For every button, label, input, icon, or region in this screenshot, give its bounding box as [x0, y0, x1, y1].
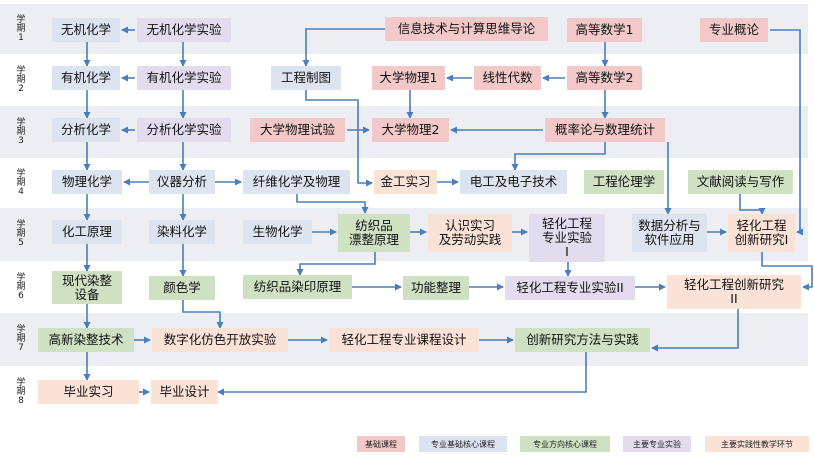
course-cognition-practice: 认识实习 及劳动实践: [428, 214, 512, 252]
legend-core: 专业基础核心课程: [419, 436, 507, 452]
course-major-intro: 专业概论: [700, 18, 768, 42]
course-probability: 概率论与数理统计: [545, 118, 665, 142]
course-graduation-design: 毕业设计: [151, 380, 218, 404]
course-course-design: 轻化工程专业课程设计: [329, 328, 479, 352]
course-reading-writing: 文献阅读与写作: [688, 170, 793, 194]
legend-practice: 主要实践性教学环节: [705, 436, 809, 452]
course-eng-drawing: 工程制图: [271, 66, 341, 90]
course-functional-finishing: 功能整理: [403, 276, 469, 300]
course-physical-chem: 物理化学: [52, 170, 122, 194]
arrow: [651, 299, 739, 352]
course-chem-eng-principles: 化工原理: [52, 220, 122, 244]
course-eng-ethics: 工程伦理学: [584, 170, 664, 194]
legend-basic: 基础课程: [357, 436, 405, 452]
course-physics-1: 大学物理1: [372, 66, 445, 90]
course-printing-principles: 纺织品染印原理: [243, 275, 352, 299]
course-dye-chem: 染料化学: [149, 220, 215, 244]
course-fiber-chem: 纤维化学及物理: [243, 170, 350, 194]
course-organic-chem-lab: 有机化学实验: [137, 66, 231, 90]
course-info-tech: 信息技术与计算思维导论: [385, 17, 548, 41]
course-analytical-chem-lab: 分析化学实验: [137, 118, 231, 142]
course-biochem: 生物化学: [243, 220, 312, 244]
course-data-analysis: 数据分析与 软件应用: [632, 214, 707, 252]
course-metalwork: 金工实习: [374, 170, 437, 194]
course-graduation-internship: 毕业实习: [38, 380, 139, 404]
course-analytical-chem: 分析化学: [52, 118, 120, 142]
course-innovation-methods: 创新研究方法与实践: [515, 328, 650, 352]
arrow: [761, 252, 813, 291]
course-physics-2: 大学物理2: [372, 118, 449, 142]
course-color-science: 颜色学: [149, 276, 215, 300]
arrow: [511, 142, 606, 171]
arrow: [217, 352, 587, 396]
course-light-lab-1: 轻化工程 专业实验 I: [529, 214, 605, 262]
course-instrument-analysis: 仪器分析: [149, 170, 215, 194]
course-textile-finishing: 纺织品 漂整原理: [338, 214, 410, 252]
course-organic-chem: 有机化学: [52, 66, 120, 90]
legend-experiment: 主要专业实验: [623, 436, 691, 452]
course-innovation-1: 轻化工程 创新研究I: [728, 214, 795, 252]
arrow: [770, 29, 803, 236]
course-high-tech-finishing: 高新染整技术: [38, 328, 134, 352]
course-inorganic-chem: 无机化学: [52, 18, 120, 42]
arrow: [739, 194, 766, 215]
course-innovation-2: 轻化工程创新研究 II: [667, 275, 801, 309]
legend-direction: 专业方向核心课程: [520, 436, 610, 452]
course-linear-algebra: 线性代数: [474, 66, 541, 90]
course-light-lab-2: 轻化工程专业实验II: [505, 276, 635, 300]
course-adv-math-2: 高等数学2: [567, 66, 642, 90]
arrow: [302, 28, 385, 67]
course-modern-equipment: 现代染整 设备: [52, 271, 122, 304]
course-inorganic-chem-lab: 无机化学实验: [137, 18, 231, 42]
course-digital-imitation-lab: 数字化仿色开放实验: [152, 328, 288, 352]
arrow: [296, 194, 369, 214]
arrow: [305, 90, 373, 187]
course-adv-math-1: 高等数学1: [567, 18, 642, 42]
course-electrotech: 电工及电子技术: [460, 170, 567, 194]
arrow: [296, 252, 376, 276]
course-physics-lab: 大学物理试验: [250, 118, 345, 142]
arrow: [182, 299, 224, 329]
